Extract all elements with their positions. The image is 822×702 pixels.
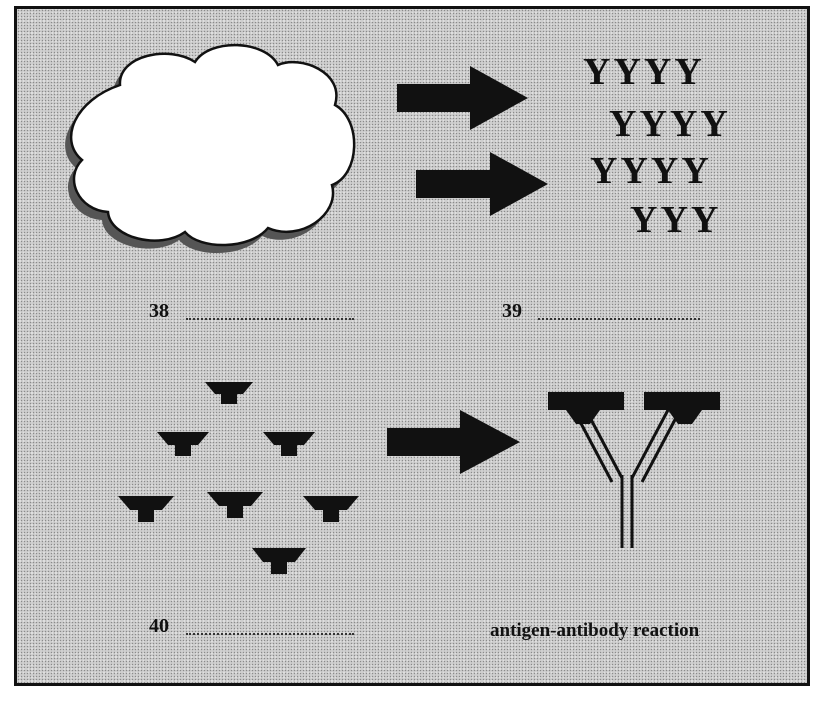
arrow-icon-top-2 — [416, 152, 548, 216]
arrow-icon-top-1 — [397, 66, 528, 130]
blank-label-39: 39 — [502, 300, 522, 322]
caption-antigen-antibody-reaction: antigen-antibody reaction — [490, 620, 700, 641]
antigen-icon — [263, 432, 315, 456]
blank-line-40 — [186, 633, 354, 635]
antibody-row-2: YYYY — [609, 103, 731, 145]
antigen-icon — [303, 496, 359, 522]
blank-line-38 — [186, 318, 354, 320]
antibody-row-3: YYYY — [590, 150, 712, 192]
cloud-cell-icon — [69, 43, 356, 247]
antigen-icon — [207, 492, 263, 518]
antigen-icon — [252, 548, 306, 574]
antibody-row-4: YYY — [630, 199, 722, 241]
antigen-group — [118, 382, 359, 574]
blank-line-39 — [538, 318, 700, 320]
antigen-icon — [205, 382, 253, 404]
blank-label-38: 38 — [149, 300, 169, 322]
arrow-icon-bottom — [387, 410, 520, 474]
antigen-icon — [118, 496, 174, 522]
antigen-icon — [157, 432, 209, 456]
blank-label-40: 40 — [149, 615, 169, 637]
antibody-complex-icon — [548, 392, 720, 548]
antibody-row-1: YYYY — [583, 51, 705, 93]
